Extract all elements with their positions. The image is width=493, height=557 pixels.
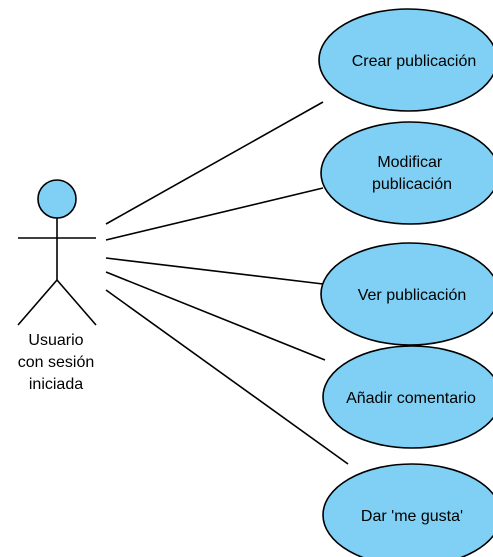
use-case-label-line: Modificar [377,154,443,171]
association-line-anadir [105,271,326,361]
use-case-label-line: Ver publicación [358,287,467,304]
use-cases [318,8,493,557]
use-case-modificar-publicacion[interactable] [320,121,493,225]
association-line-modificar [105,187,324,241]
association-line-dar [105,289,349,465]
actor-label-line: Usuario [28,332,84,349]
actor-figure [17,179,97,326]
use-case-label-dar: Dar 'me gusta' [361,508,463,525]
use-case-crear-publicacion[interactable] [318,8,493,112]
use-case-label-line: Añadir comentario [346,390,476,407]
actor-label: Usuario con sesión iniciada [0,330,112,396]
association-line-crear [105,101,324,225]
associations [105,101,349,465]
use-case-anadir-comentario[interactable] [322,345,493,449]
association-line-ver [105,257,324,285]
actor-head [37,179,77,219]
actor-label-line: iniciada [28,376,84,393]
use-case-label-modificar: Modificar publicación [372,154,452,193]
use-case-label-anadir: Añadir comentario [346,390,476,407]
use-case-label-line: Dar 'me gusta' [361,508,463,525]
use-case-label-line: publicación [372,176,452,193]
use-case-label-line: Crear publicación [352,53,477,70]
use-case-label-ver: Ver publicación [358,287,467,304]
actor-right-leg [56,279,97,326]
actor-label-line: con sesión [17,354,95,371]
use-case-label-crear: Crear publicación [352,53,477,70]
use-case-ver-publicacion[interactable] [320,242,493,346]
actor-left-leg [17,279,58,326]
use-case-dar-me-gusta[interactable] [322,463,493,557]
